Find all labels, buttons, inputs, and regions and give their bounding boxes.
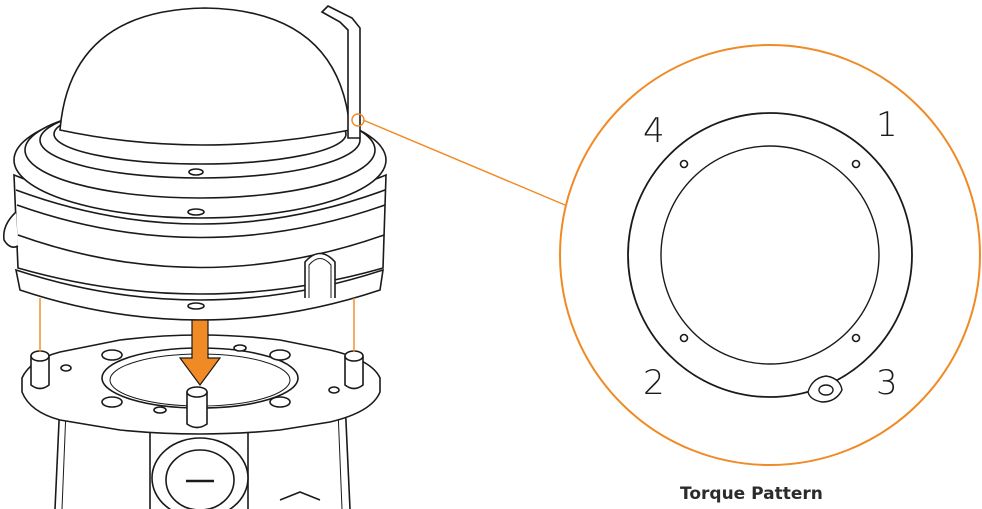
bolt-label-2: 2 (643, 363, 665, 403)
bolt-label-4: 4 (643, 111, 665, 151)
bolt-hole-2 (679, 333, 689, 343)
flange-inner-ring (660, 145, 880, 365)
bolt-label-1: 1 (876, 105, 898, 145)
torque-pattern-caption: Torque Pattern (680, 484, 823, 504)
bolt-hole-1 (851, 159, 861, 169)
bolt-label-3: 3 (876, 363, 898, 403)
bolt-hole-3 (851, 333, 861, 343)
camera-assembly (2, 5, 387, 509)
insert-arrow (178, 319, 222, 387)
torque-callout: 4 1 2 3 (559, 44, 981, 466)
bolt-hole-4 (679, 159, 689, 169)
camera-dome (59, 7, 351, 146)
guide-lines (39, 113, 566, 352)
callout-marker (351, 113, 365, 127)
hex-key (320, 5, 361, 139)
standoff-posts (30, 350, 364, 429)
flange-tab (807, 375, 843, 403)
junction-box (54, 399, 351, 509)
